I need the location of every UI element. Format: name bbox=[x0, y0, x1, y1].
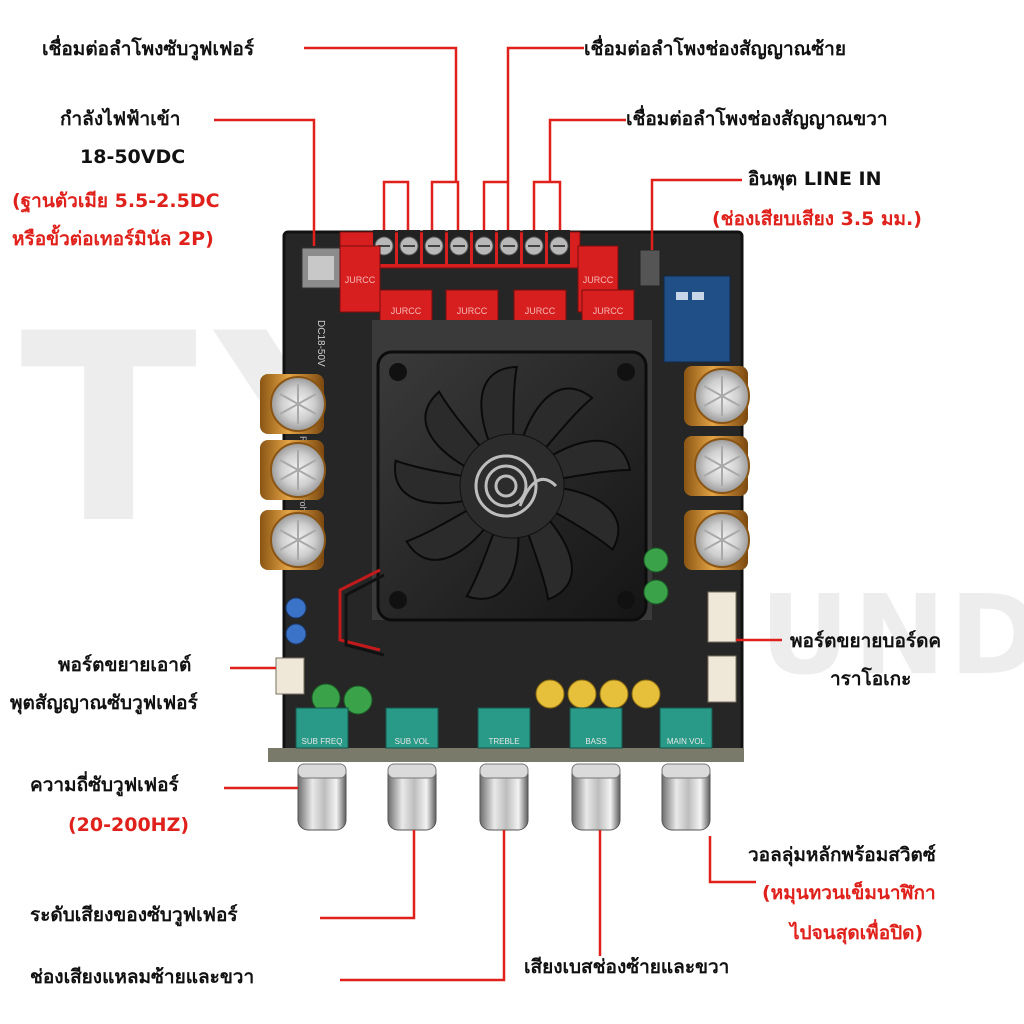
leader-line bbox=[340, 830, 506, 982]
fan-hub bbox=[459, 433, 565, 539]
label-sub-freq-range: (20-200HZ) bbox=[68, 814, 190, 836]
leader-line bbox=[506, 46, 584, 182]
small-capacitor bbox=[631, 679, 661, 709]
label-bass: เสียงเบสช่องซ้ายและขวา bbox=[524, 956, 730, 978]
label-right-speaker: เชื่อมต่อลำโพงช่องสัญญาณขวา bbox=[626, 108, 888, 130]
leader-line bbox=[650, 178, 742, 250]
silk-voltage: DC18-50V bbox=[315, 320, 326, 367]
potentiometer-base bbox=[295, 707, 349, 749]
knob-silk-label: BASS bbox=[585, 737, 606, 746]
karaoke-header-bottom bbox=[707, 655, 737, 703]
label-sub-freq: ความถี่ซับวูฟเฟอร์ bbox=[30, 774, 179, 796]
relay-mark: JURCC bbox=[391, 306, 422, 316]
bluetooth-module bbox=[663, 275, 731, 363]
leader-line bbox=[548, 118, 626, 182]
label-karaoke-2: าราโอเกะ bbox=[830, 668, 912, 690]
label-treble: ช่องเสียงแหลมซ้ายและขวา bbox=[30, 966, 255, 988]
label-main-vol: วอลลุ่มหลักพร้อมสวิตซ์ bbox=[748, 844, 936, 866]
label-sub-speaker: เชื่อมต่อลำโพงซับวูฟเฟอร์ bbox=[42, 38, 255, 60]
small-capacitor bbox=[535, 679, 565, 709]
leader-line bbox=[320, 830, 416, 920]
leader-line bbox=[482, 180, 510, 230]
label-main-vol-note-1: (หมุนทวนเข็มนาฬิกา bbox=[762, 882, 936, 904]
label-power-socket-2: หรือขั้วต่อเทอร์มินัล 2P) bbox=[12, 228, 214, 250]
small-capacitor bbox=[567, 679, 597, 709]
leader-line bbox=[304, 46, 458, 182]
line-in-jack bbox=[639, 249, 661, 287]
label-power-in: กำลังไฟฟ้าเข้า bbox=[60, 108, 181, 130]
label-left-speaker: เชื่อมต่อลำโพงช่องสัญญาณซ้าย bbox=[584, 38, 846, 60]
leader-line bbox=[214, 118, 316, 246]
label-karaoke-1: พอร์ตขยายบอร์ดค bbox=[790, 630, 942, 652]
label-power-socket-1: (ฐานตัวเมีย 5.5-2.5DC bbox=[12, 190, 220, 212]
watermark-bottom: UND bbox=[760, 571, 1024, 699]
knob-silk-label: MAIN VOL bbox=[667, 737, 706, 746]
small-capacitor bbox=[599, 679, 629, 709]
leader-line bbox=[430, 180, 460, 230]
relay-mark: JURCC bbox=[593, 306, 624, 316]
sub-out-header bbox=[275, 657, 305, 695]
label-sub-vol: ระดับเสียงของซับวูฟเฟอร์ bbox=[30, 904, 238, 926]
relay-mark: JURCC bbox=[525, 306, 556, 316]
potentiometer-base bbox=[477, 707, 531, 749]
potentiometer-base bbox=[569, 707, 623, 749]
karaoke-header-top bbox=[707, 591, 737, 643]
label-sub-out-1: พอร์ตขยายเอาต์ bbox=[58, 654, 192, 676]
relay-mark: JURCC bbox=[457, 306, 488, 316]
label-main-vol-note-2: ไปจนสุดเพื่อปิด) bbox=[790, 922, 924, 944]
knob-silk-label: SUB VOL bbox=[395, 737, 430, 746]
label-sub-out-2: พุตสัญญาณซับวูฟเฟอร์ bbox=[10, 692, 198, 714]
leader-line bbox=[532, 180, 562, 230]
pcb-front-edge bbox=[268, 748, 744, 762]
label-line-in: อินพุต LINE IN bbox=[748, 168, 882, 190]
leader-line bbox=[382, 180, 410, 230]
relay bbox=[339, 245, 381, 313]
leader-line bbox=[708, 836, 756, 884]
label-power-voltage: 18-50VDC bbox=[80, 146, 186, 168]
potentiometer-base bbox=[659, 707, 713, 749]
knob-silk-label: TREBLE bbox=[488, 737, 519, 746]
relay-mark: JURCC bbox=[583, 275, 614, 285]
knob-silk-label: SUB FREQ bbox=[302, 737, 343, 746]
label-line-in-jack: (ช่องเสียบเสียง 3.5 มม.) bbox=[712, 208, 922, 230]
potentiometer-base bbox=[385, 707, 439, 749]
relay-mark: JURCC bbox=[345, 275, 376, 285]
